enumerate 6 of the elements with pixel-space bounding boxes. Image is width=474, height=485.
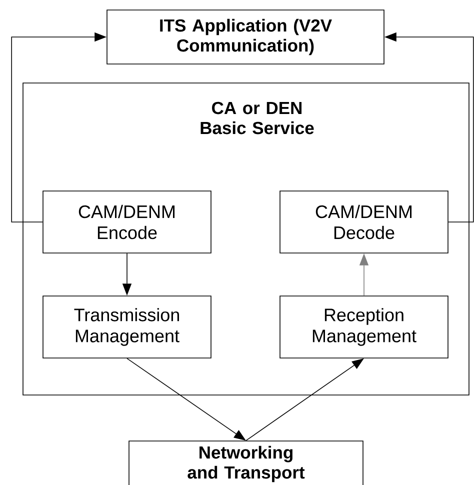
process-box: Reception Management (280, 296, 448, 358)
process-box: CAM/DENM Decode (280, 190, 448, 254)
process-box: CAM/DENM Encode (42, 190, 212, 254)
application-box: ITS Application (V2V Communication) (106, 10, 384, 64)
layer-box: Networking and Transport (128, 440, 364, 485)
process-box: Transmission Management (42, 296, 212, 358)
